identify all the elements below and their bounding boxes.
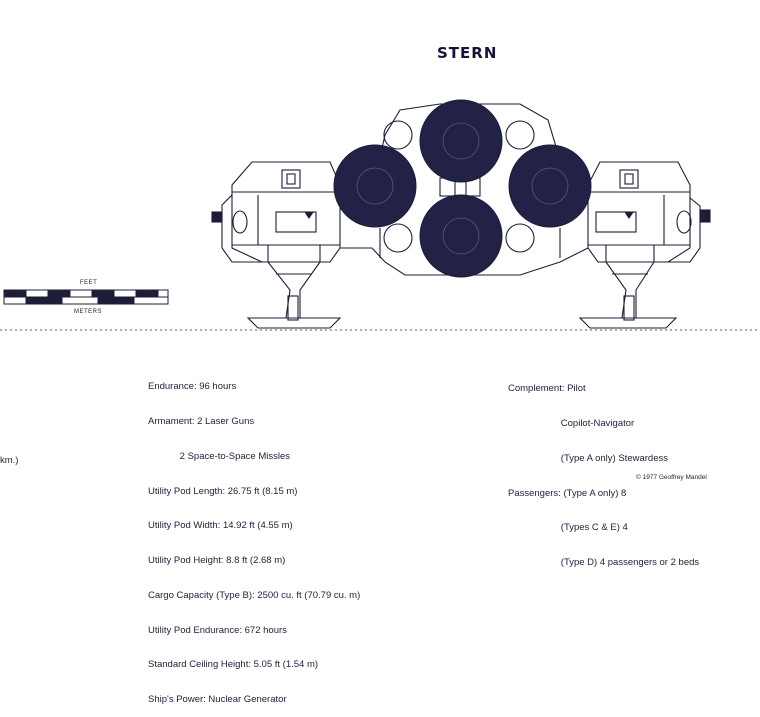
ship-stern-view-drawing [0, 99, 760, 331]
spec-line: Utility Pod Endurance: 672 hours [148, 624, 287, 636]
spec-line: Passengers: (Type A only) 8 [508, 487, 627, 499]
left-landing-leg [246, 261, 342, 329]
copyright-notice: © 1977 Geoffrey Mandel [636, 474, 707, 481]
scale-feet-label: FEET [80, 280, 98, 286]
spec-line: (Type D) 4 passengers or 2 beds [508, 557, 700, 569]
spec-line: 2 Space-to-Space Missles [148, 450, 291, 462]
engine-left [333, 144, 417, 228]
scale-bar [3, 289, 169, 305]
spec-line: Utility Pod Length: 26.75 ft (8.15 m) [148, 485, 298, 497]
engine-top [419, 99, 503, 183]
view-title: STERN [437, 44, 498, 62]
specs-right-block: Complement: Pilot Copilot-Navigator (Typ… [508, 360, 699, 580]
engine-right [508, 144, 592, 228]
spec-line: Copilot-Navigator [508, 417, 635, 429]
spec-line: Cargo Capacity (Type B): 2500 cu. ft (70… [148, 589, 361, 601]
spec-line: (Type A only) Stewardess [508, 452, 668, 464]
right-utility-pod [587, 161, 711, 263]
spec-line: Endurance: 96 hours [148, 381, 237, 393]
spec-line: (Types C & E) 4 [508, 522, 628, 534]
specs-left-block: Endurance: 96 hours Armament: 2 Laser Gu… [148, 358, 360, 717]
spec-line: Utility Pod Width: 14.92 ft (4.55 m) [148, 520, 293, 532]
spec-line: Standard Ceiling Height: 5.05 ft (1.54 m… [148, 659, 319, 671]
scale-meters-label: METERS [74, 309, 103, 315]
spec-line: Ship's Power: Nuclear Generator [148, 694, 287, 706]
right-landing-leg [578, 261, 678, 329]
spec-line: Utility Pod Height: 8.8 ft (2.68 m) [148, 555, 286, 567]
engine-bottom [419, 194, 503, 278]
spec-line: Complement: Pilot [508, 383, 586, 395]
spec-line: Armament: 2 Laser Guns [148, 415, 255, 427]
left-utility-pod [211, 161, 341, 263]
cut-off-text: km.) [0, 455, 19, 466]
